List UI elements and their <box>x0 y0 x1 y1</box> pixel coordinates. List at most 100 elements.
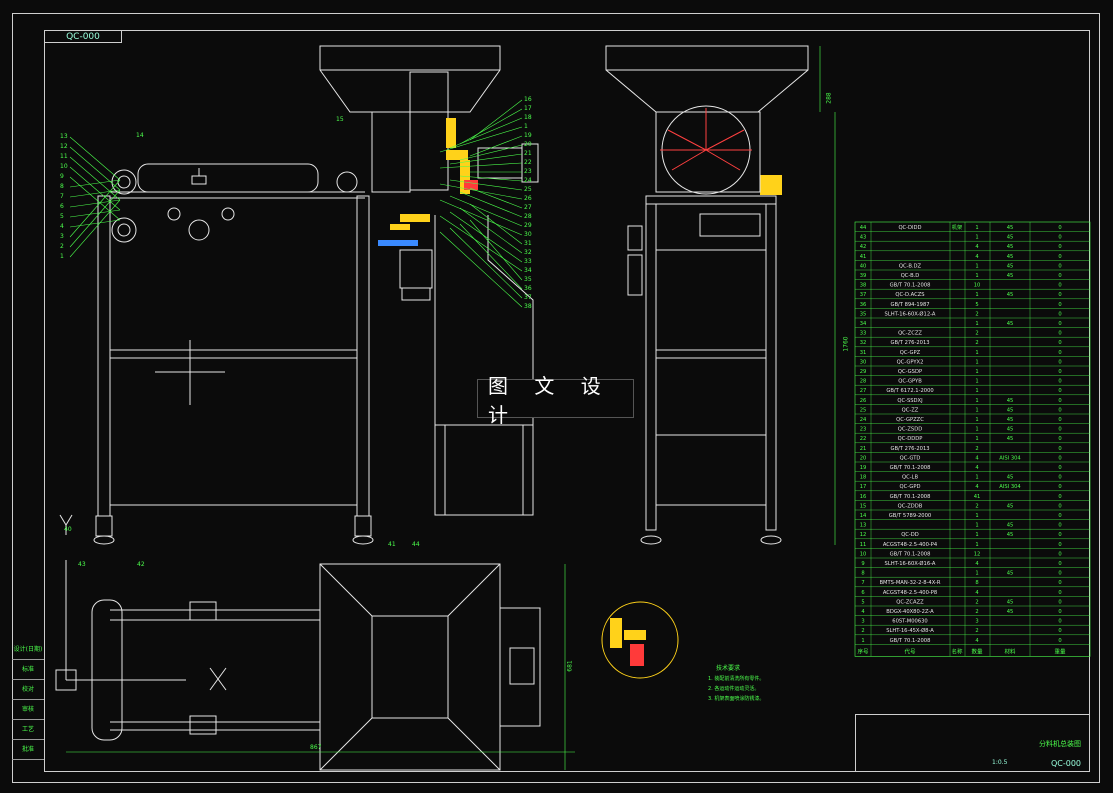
part-balloon: 30 <box>524 231 532 238</box>
bom-cell: 0 <box>1058 436 1061 442</box>
part-balloon: 26 <box>524 195 532 202</box>
bom-cell: 7 <box>861 580 864 586</box>
part-balloon: 5 <box>60 213 64 220</box>
part-balloon: 43 <box>78 561 86 568</box>
bom-cell: AISI 304 <box>999 455 1021 461</box>
bom-cell: 0 <box>1058 455 1061 461</box>
drawing-code-tag: QC-000 <box>44 30 122 43</box>
bom-cell: 0 <box>1058 235 1061 241</box>
part-balloon: 4 <box>60 223 64 230</box>
side-view <box>605 45 809 545</box>
bom-cell: 0 <box>1058 513 1061 519</box>
watermark-label: 图 文 设 计 <box>477 374 634 427</box>
bom-cell: 29 <box>860 369 867 375</box>
bom-cell: 20 <box>860 455 867 461</box>
bom-cell: 4 <box>975 590 979 596</box>
bom-cell: 45 <box>1007 503 1014 509</box>
bom-cell: 4 <box>975 465 979 471</box>
bom-header-cell: 代号 <box>904 647 916 655</box>
bom-cell: 42 <box>860 244 867 250</box>
bom-cell: 10 <box>860 551 867 557</box>
bom-cell: 34 <box>860 321 867 327</box>
bom-cell: SLHT-16-45X-Ø8-A <box>886 627 934 634</box>
bom-cell: 2 <box>975 340 978 346</box>
part-balloon: 7 <box>60 193 64 200</box>
bom-header-cell: 数量 <box>971 647 983 655</box>
bom-cell: ACGST48-2.5-400-P8 <box>883 590 937 596</box>
bom-cell: 0 <box>1058 244 1061 250</box>
part-balloon: 42 <box>137 561 145 568</box>
bom-cell: QC-ZCAZZ <box>896 599 924 605</box>
part-balloon: 35 <box>524 276 532 283</box>
bom-cell: 2 <box>861 628 864 634</box>
bom-cell: 0 <box>1058 263 1061 269</box>
bom-cell: 0 <box>1058 503 1061 509</box>
bom-cell: 1 <box>861 638 864 644</box>
technical-notes: 技术要求 1. 装配前清洗所有零件。 2. 各运动件运动灵活。 3. 机架表面喷… <box>708 664 818 704</box>
bom-cell: 8 <box>861 571 864 577</box>
bom-cell: 41 <box>974 494 981 500</box>
part-balloon: 22 <box>524 159 532 166</box>
part-balloon: 11 <box>60 153 68 160</box>
bom-cell: 45 <box>1007 523 1014 529</box>
signature-column: 设计(日期)标准校对审核工艺批准 <box>12 640 44 760</box>
bom-cell: 1 <box>975 407 978 413</box>
bom-cell: 5 <box>861 599 864 605</box>
bom-cell: 12 <box>974 551 981 557</box>
bom-cell: 0 <box>1058 359 1061 365</box>
part-balloon: 12 <box>60 143 68 150</box>
bom-cell: GB/T 276-2013 <box>890 446 929 452</box>
bom-cell: QC-GPYB <box>898 379 922 385</box>
bom-cell: 0 <box>1058 407 1061 413</box>
bom-header-cell: 重量 <box>1054 647 1066 655</box>
bom-cell: 0 <box>1058 542 1061 548</box>
bom-cell: 18 <box>860 475 867 481</box>
part-balloon: 29 <box>524 222 532 229</box>
bom-cell: 23 <box>860 427 867 433</box>
bom-cell: 13 <box>860 523 867 529</box>
bom-cell: BMTS-MAN-32-2-8-4X-R <box>879 580 940 586</box>
bom-cell: 35 <box>860 311 867 317</box>
bom-cell: GB/T 70.1-2008 <box>890 551 931 557</box>
bom-cell: 1 <box>975 417 978 423</box>
bom-cell: GB/T 894-1987 <box>890 302 929 308</box>
bom-cell: 2 <box>975 311 978 317</box>
bom-cell: 11 <box>860 542 867 548</box>
bom-cell: 27 <box>860 388 867 394</box>
bom-cell: 0 <box>1058 446 1061 452</box>
bom-cell: 9 <box>861 561 864 567</box>
bom-cell: 0 <box>1058 398 1061 404</box>
bom-cell: GB/T 276-2013 <box>890 340 929 346</box>
bom-cell: 0 <box>1058 321 1061 327</box>
bom-cell: QC-ZSDD <box>898 427 922 433</box>
signature-cell: 工艺 <box>12 720 44 740</box>
part-balloon: 17 <box>524 105 532 112</box>
bom-header-cell: 序号 <box>857 647 869 655</box>
part-balloon: 2 <box>60 243 64 250</box>
bom-cell: 41 <box>860 254 867 260</box>
dim-width: 867 <box>310 744 322 751</box>
bom-cell: QC-GTD <box>900 455 921 461</box>
bom-cell: 1 <box>975 427 978 433</box>
bom-cell: 12 <box>860 532 867 538</box>
bom-cell: 44 <box>860 225 867 231</box>
part-balloon: 25 <box>524 186 532 193</box>
part-balloon: 24 <box>524 177 532 184</box>
bom-cell: 0 <box>1058 590 1061 596</box>
bom-cell: 33 <box>860 331 867 337</box>
part-balloon: 36 <box>524 285 532 292</box>
bom-cell: 1 <box>975 292 978 298</box>
bom-cell: 0 <box>1058 551 1061 557</box>
bom-cell: QC-D.ACZS <box>895 292 924 298</box>
part-balloon: 31 <box>524 240 532 247</box>
bom-cell: QC-DD <box>901 532 919 538</box>
bom-cell: 0 <box>1058 225 1061 231</box>
bom-cell: 32 <box>860 340 867 346</box>
notes-line: 3. 机架表面喷涂防锈漆。 <box>708 696 765 702</box>
bom-cell: 36 <box>860 302 867 308</box>
part-balloon: 9 <box>60 173 64 180</box>
bom-cell: 25 <box>860 407 867 413</box>
bom-cell: 1 <box>975 523 978 529</box>
bom-cell: 8 <box>975 580 978 586</box>
rotor-blades <box>660 108 752 171</box>
